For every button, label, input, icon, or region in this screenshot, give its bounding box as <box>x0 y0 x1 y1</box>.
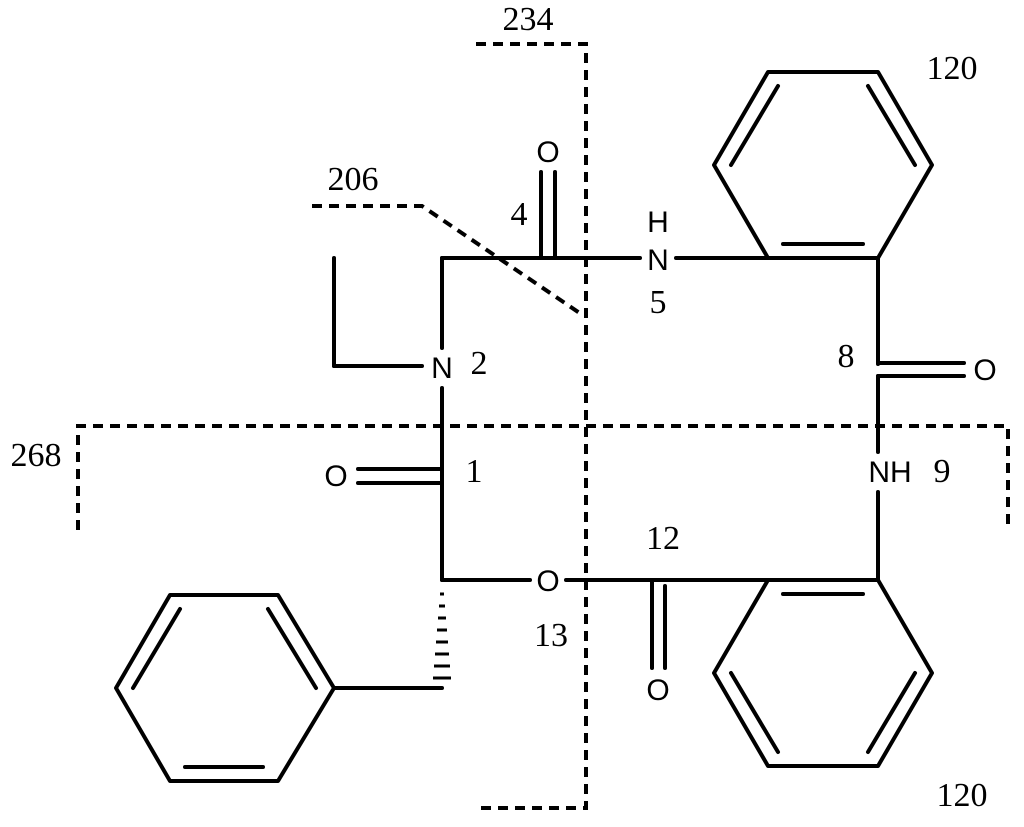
fragment-labels: 120 120 206 234 268 <box>11 1 988 814</box>
hashed-wedge <box>433 592 451 680</box>
ring-top-db2 <box>866 84 917 167</box>
position-numbers: 1 2 4 5 8 9 12 13 <box>466 196 951 654</box>
atom-nh9: NH <box>868 456 911 489</box>
ring-benzyl <box>114 593 336 783</box>
frag-line-234 <box>476 42 588 810</box>
ring-top-db1 <box>729 84 780 167</box>
ring-top <box>712 70 934 260</box>
position-9: 9 <box>934 453 951 490</box>
position-13: 13 <box>534 617 568 654</box>
position-12: 12 <box>646 520 680 557</box>
position-2: 2 <box>471 345 488 382</box>
frag-line-268 <box>76 424 1010 530</box>
atom-o-carbonyl-8: O <box>973 354 996 387</box>
frag-line-206 <box>312 204 586 318</box>
ring-bottom <box>712 578 934 768</box>
bonds <box>114 70 966 783</box>
fragment-lines <box>76 42 1010 810</box>
position-8: 8 <box>838 338 855 375</box>
fragment-label-268: 268 <box>11 437 62 474</box>
fragment-label-234: 234 <box>503 1 554 38</box>
fragment-label-120-top: 120 <box>927 50 978 87</box>
position-4: 4 <box>511 196 528 233</box>
ring-bottom-db3 <box>866 671 917 754</box>
atom-o13: O <box>536 565 559 598</box>
ring-benzyl-db1 <box>266 607 318 690</box>
atom-n5: N <box>647 244 669 277</box>
ring-bottom-db2 <box>729 671 780 754</box>
position-5: 5 <box>650 284 667 321</box>
fragment-label-120-bottom: 120 <box>937 777 988 814</box>
atom-h-n5: H <box>647 206 669 239</box>
atom-o-carbonyl-12: O <box>646 674 669 707</box>
atom-labels: O H N N O NH O O O <box>324 136 996 707</box>
ring-benzyl-db2 <box>131 607 182 690</box>
fragment-label-206: 206 <box>328 161 379 198</box>
atom-o-carbonyl-4: O <box>536 136 559 169</box>
atom-n2: N <box>431 352 453 385</box>
position-1: 1 <box>466 453 483 490</box>
atom-o-carbonyl-1: O <box>324 460 347 493</box>
